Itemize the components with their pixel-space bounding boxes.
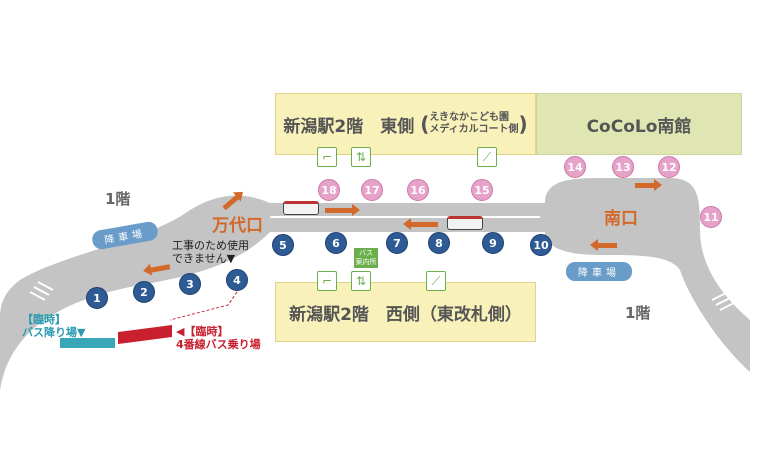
construction-line2: できません▼ bbox=[172, 252, 236, 265]
bus-info-center: バス 案内所 bbox=[354, 248, 378, 268]
floor-label-left: 1階 bbox=[105, 190, 131, 208]
south-exit-label: 南口 bbox=[604, 209, 638, 229]
paren: ) bbox=[518, 112, 528, 136]
bus-stop-8[interactable]: 8 bbox=[428, 232, 450, 254]
building-east: 新潟駅2階 東側 ( えきなかこども園メディカルコート側 ) bbox=[275, 93, 536, 155]
bus-stop-12[interactable]: 12 bbox=[658, 156, 680, 178]
arrow-right-icon bbox=[325, 204, 360, 216]
temp-board-line2: 4番線バス乗り場 bbox=[176, 338, 261, 351]
construction-line1: 工事のため使用 bbox=[172, 239, 249, 252]
arrow-right-icon bbox=[635, 179, 662, 191]
bus-stop-13[interactable]: 13 bbox=[612, 156, 634, 178]
temp-drop-label: 【臨時】 バス降り場▼ bbox=[22, 313, 85, 339]
bus-stop-18[interactable]: 18 bbox=[318, 179, 340, 201]
stairs-icon: ⌐ bbox=[317, 271, 337, 291]
temp-board-label: ◀【臨時】 4番線バス乗り場 bbox=[176, 325, 261, 351]
bus-icon bbox=[447, 216, 483, 230]
arrow-left-icon bbox=[403, 218, 438, 230]
east-sub2: メディカルコート側 bbox=[429, 124, 519, 135]
bus-stop-3[interactable]: 3 bbox=[179, 273, 201, 295]
escalator-icon: ⟋ bbox=[426, 271, 446, 291]
building-cocolo: CoCoLo南館 bbox=[536, 93, 742, 155]
bus-stop-4[interactable]: 4 bbox=[226, 269, 248, 291]
bus-stop-1[interactable]: 1 bbox=[86, 287, 108, 309]
bus-stop-15[interactable]: 15 bbox=[471, 179, 493, 201]
temp-drop-bar bbox=[60, 338, 115, 348]
construction-note: 工事のため使用 できません▼ bbox=[172, 239, 249, 265]
temp-board-line1: ◀【臨時】 bbox=[176, 325, 229, 338]
drop-off-right: 降車場 bbox=[566, 262, 632, 281]
paren: ( bbox=[420, 112, 430, 136]
road-south bbox=[545, 178, 750, 372]
bus-icon bbox=[283, 201, 319, 215]
east-sub1: えきなかこども園 bbox=[429, 112, 510, 123]
elevator-icon: ⇅ bbox=[351, 147, 371, 167]
dashed-guide bbox=[169, 291, 238, 321]
floor-label-right: 1階 bbox=[625, 304, 651, 322]
bus-stop-14[interactable]: 14 bbox=[564, 156, 586, 178]
temp-board-bar bbox=[118, 325, 172, 344]
bus-stop-7[interactable]: 7 bbox=[386, 232, 408, 254]
building-west: 新潟駅2階 西側（東改札側） bbox=[275, 282, 536, 342]
temp-drop-line1: 【臨時】 bbox=[22, 313, 66, 326]
bus-stop-11[interactable]: 11 bbox=[700, 206, 722, 228]
east-sub: えきなかこども園メディカルコート側 bbox=[429, 112, 518, 136]
bus-stop-10[interactable]: 10 bbox=[530, 234, 552, 256]
bus-stop-16[interactable]: 16 bbox=[407, 179, 429, 201]
east-title: 新潟駅2階 東側 bbox=[283, 116, 415, 137]
bus-stop-2[interactable]: 2 bbox=[133, 281, 155, 303]
arrow-left-icon bbox=[590, 239, 617, 251]
bus-info-line2: 案内所 bbox=[355, 258, 377, 266]
road-left bbox=[0, 195, 270, 390]
escalator-icon: ⟋ bbox=[477, 147, 497, 167]
bandai-exit-label: 万代口 bbox=[212, 216, 263, 236]
bus-stop-5[interactable]: 5 bbox=[272, 234, 294, 256]
bus-stop-17[interactable]: 17 bbox=[361, 179, 383, 201]
crosswalk-right bbox=[711, 291, 737, 311]
bus-info-line1: バス bbox=[359, 249, 373, 257]
temp-drop-line2: バス降り場▼ bbox=[22, 326, 86, 339]
bus-stop-9[interactable]: 9 bbox=[482, 232, 504, 254]
stairs-icon: ⌐ bbox=[317, 147, 337, 167]
crosswalk-left bbox=[29, 281, 54, 301]
elevator-icon: ⇅ bbox=[351, 271, 371, 291]
bus-stop-6[interactable]: 6 bbox=[325, 232, 347, 254]
